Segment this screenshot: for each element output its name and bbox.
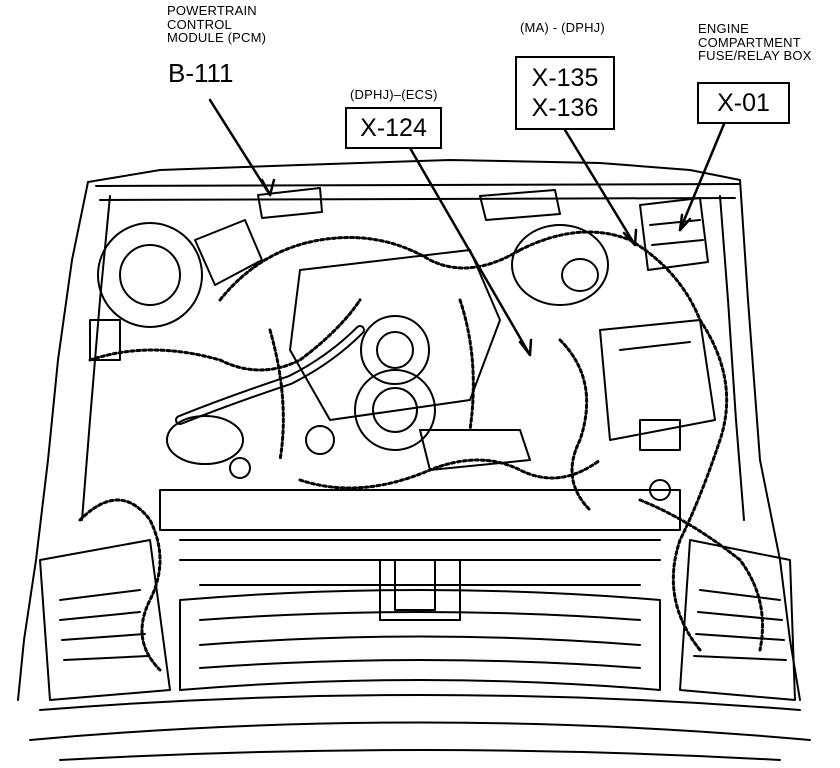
wiring-harness-center bbox=[298, 458, 602, 490]
pcm-pointer-line bbox=[208, 98, 272, 197]
x01-code: X-01 bbox=[717, 89, 770, 117]
pcm-label-line-3: MODULE (PCM) bbox=[167, 30, 267, 46]
battery bbox=[599, 319, 716, 441]
radiator-support bbox=[159, 489, 681, 531]
throttle-body bbox=[354, 369, 436, 451]
fuse-relay-box bbox=[639, 197, 709, 271]
pcm-module bbox=[257, 187, 323, 219]
x135-box: X-135 X-136 bbox=[515, 56, 615, 130]
x124-pointer-line bbox=[408, 146, 532, 357]
pcm-label-line-2: CONTROL bbox=[167, 16, 232, 32]
brake-booster bbox=[97, 222, 203, 328]
x01-pointer-line bbox=[678, 122, 726, 232]
x135-pointer-line bbox=[563, 128, 637, 247]
x124-code: X-124 bbox=[360, 114, 427, 142]
fuse-box-label: ENGINE COMPARTMENT FUSE/RELAY BOX bbox=[698, 22, 812, 63]
hood-outline bbox=[87, 159, 801, 701]
x124-box: X-124 bbox=[345, 107, 442, 149]
pcm-label: POWERTRAIN CONTROL MODULE (PCM) bbox=[167, 4, 266, 45]
pcm-label-line-1: POWERTRAIN bbox=[167, 3, 257, 18]
fuse-box-label-line-3: FUSE/RELAY BOX bbox=[698, 48, 812, 64]
x124-caption: (DPHJ)–(ECS) bbox=[350, 87, 438, 102]
wiring-harness-left bbox=[88, 298, 362, 372]
x01-box: X-01 bbox=[697, 82, 790, 124]
x135-caption: (MA) - (DPHJ) bbox=[520, 20, 605, 35]
wiring-harness-right bbox=[671, 318, 729, 652]
fuse-box-label-line-1: ENGINE bbox=[698, 21, 750, 36]
pcm-code: B-111 bbox=[168, 58, 234, 88]
fuse-box-label-line-2: COMPARTMENT bbox=[698, 34, 801, 50]
x136-code: X-136 bbox=[531, 94, 599, 122]
x135-code: X-135 bbox=[531, 64, 599, 92]
